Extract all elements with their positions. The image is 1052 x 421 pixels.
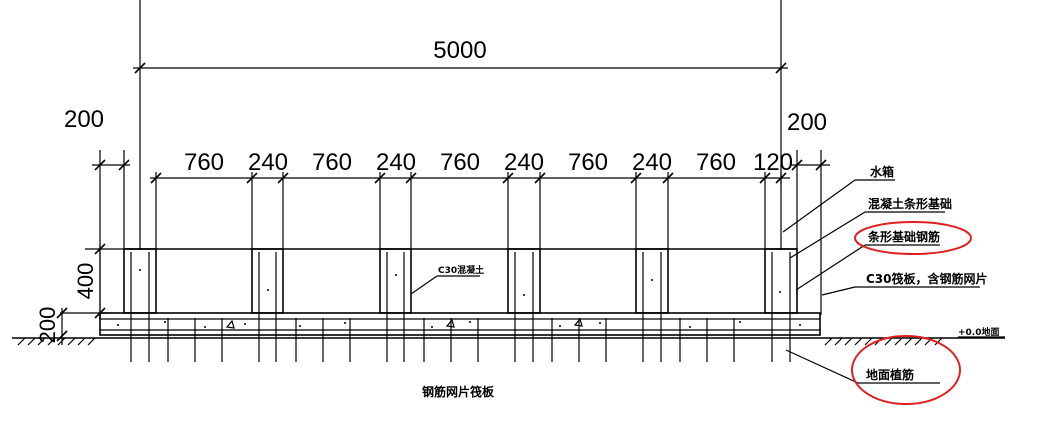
raft-slab [99,269,821,336]
segment-label-2: 240 [248,149,288,176]
overall-dimension: 5000 [133,0,788,250]
planted-rebar-label: 地面植筋 [866,367,914,382]
callouts: 水箱 混凝土条形基础 条形基础钢筋 C30筏板，含钢筋网片 C30混凝土 地面植… [410,164,988,405]
segment-label-5: 760 [440,149,480,176]
segment-label-9: 760 [696,149,736,176]
segment-label-4: 240 [376,149,416,176]
overall-dimension-label: 5000 [433,37,486,64]
segment-label-10: 120 [753,149,793,176]
strip-rebar-highlight [854,221,972,255]
segment-label-3: 760 [312,149,352,176]
planted-rebars [167,318,735,362]
segment-label-1: 760 [184,149,224,176]
inner-concrete-label: C30混凝土 [438,264,484,276]
strip-foundation-walls [123,248,798,362]
ground-level-label: +0.0地面 [958,326,1000,338]
strip-foundation-label: 混凝土条形基础 [868,196,952,211]
segment-label-8: 240 [632,149,672,176]
water-tank-label: 水箱 [870,164,894,179]
strip-rebar-label: 条形基础钢筋 [867,229,940,244]
side-offsets: 200 200 [64,106,830,320]
wall-height-label: 400 [73,263,98,300]
drawing-caption: 钢筋网片筏板 [422,384,495,399]
segment-label-6: 240 [504,149,544,176]
segment-label-7: 760 [568,149,608,176]
segment-dimensions: 760 240 760 240 760 240 760 240 760 120 [150,149,793,250]
raft-slab-label: C30筏板，含钢筋网片 [866,271,988,286]
left-offset-label: 200 [64,106,104,133]
planted-rebar-highlight [851,335,961,405]
right-offset-label: 200 [787,109,827,136]
